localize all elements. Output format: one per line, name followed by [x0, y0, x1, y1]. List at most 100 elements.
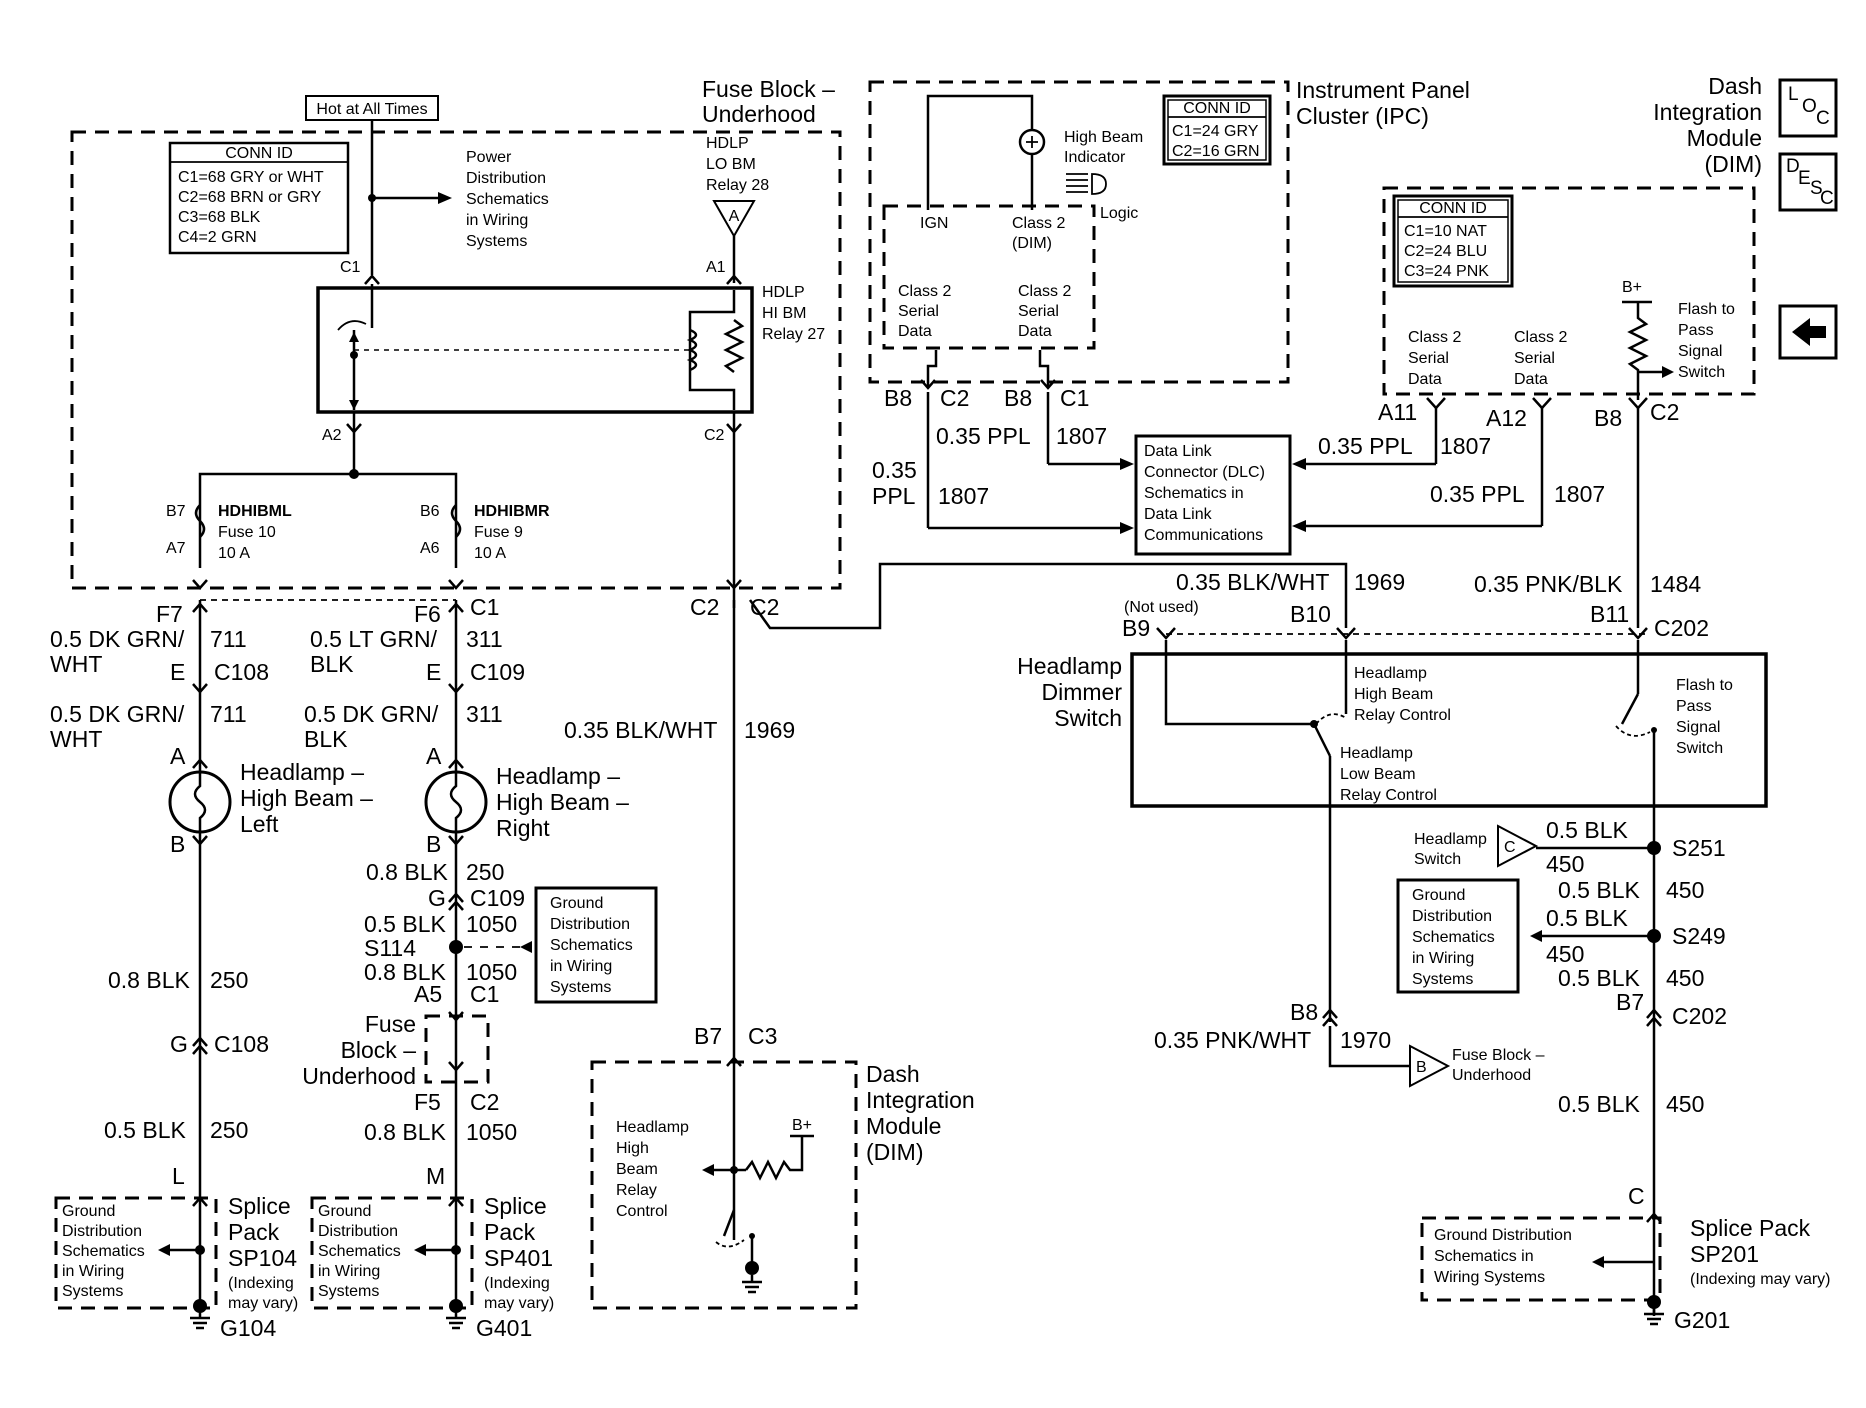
svg-text:Serial: Serial [1018, 303, 1059, 320]
low-beam-switch-blade [1312, 723, 1332, 757]
switch-b9-pin [1156, 627, 1176, 640]
svg-text:Headlamp –: Headlamp – [240, 759, 364, 785]
bulb-filament-icon [449, 772, 463, 832]
fuse-block-small-label: Fuse Block – Underhood [302, 1011, 416, 1089]
conn-id-row: C1=68 GRY or WHT [178, 169, 324, 186]
connector-f7-pin [192, 579, 208, 590]
svg-text:Fuse 10: Fuse 10 [218, 524, 276, 541]
connector-e-left-label: E [170, 659, 185, 685]
svg-text:Systems: Systems [318, 1283, 379, 1300]
wire-bw-1969-right: 0.35 BLK/WHT [1176, 569, 1329, 595]
svg-text:High Beam –: High Beam – [240, 785, 373, 811]
connector-c109-label: C109 [470, 659, 525, 685]
loc-icon[interactable]: L O C [1778, 78, 1838, 138]
svg-text:Beam: Beam [616, 1161, 658, 1178]
svg-text:WHT: WHT [50, 726, 102, 752]
svg-text:(Indexing: (Indexing [484, 1275, 550, 1292]
high-beam-relay-control-label: Headlamp High Beam Relay Control [1354, 665, 1451, 724]
splice-dot [368, 194, 376, 202]
svg-text:Cluster (IPC): Cluster (IPC) [1296, 103, 1429, 129]
triangle-a-label: A [729, 208, 740, 225]
splice-dot [193, 1299, 207, 1313]
hot-at-all-times-label: Hot at All Times [316, 101, 427, 118]
splice-sp104-label: Splice Pack SP104 (Indexing may vary) [228, 1193, 298, 1312]
svg-text:Signal: Signal [1676, 719, 1720, 736]
svg-text:Pack: Pack [228, 1219, 280, 1245]
ipc-c2-pin [920, 379, 936, 390]
svg-text:Indicator: Indicator [1064, 149, 1126, 166]
headlamp-right-pin-b [448, 835, 464, 846]
svg-text:10 A: 10 A [218, 545, 250, 562]
svg-text:Integration: Integration [866, 1087, 975, 1113]
ground-g401-label: G401 [476, 1315, 532, 1341]
headlamp-dimmer-switch-title: Headlamp Dimmer Switch [1017, 653, 1122, 731]
ipc-c1-pin [1040, 379, 1056, 390]
svg-text:WHT: WHT [50, 651, 102, 677]
ground-dist-arrow-icon [520, 941, 532, 953]
svg-text:in Wiring: in Wiring [550, 958, 612, 975]
svg-text:Instrument Panel: Instrument Panel [1296, 77, 1470, 103]
wire-1807-dim-top: 1807 [1440, 433, 1491, 459]
wire-0-5-blk-bottom: 0.5 BLK [1558, 1091, 1640, 1117]
svg-text:in Wiring: in Wiring [1412, 950, 1474, 967]
connector-c1-label: C1 [340, 259, 361, 276]
connector-c202-top-label: C202 [1654, 615, 1709, 641]
low-beam-relay-control-label: Headlamp Low Beam Relay Control [1340, 745, 1437, 804]
wire-1050: 1050 [466, 911, 517, 937]
relay-contact-arc [337, 320, 367, 331]
power-distribution-arrow-icon [438, 192, 452, 204]
wire-0-5-blk-s251: 0.5 BLK [1546, 817, 1628, 843]
svg-text:Dimmer: Dimmer [1042, 679, 1123, 705]
wire-250-left-b: 250 [210, 1117, 248, 1143]
svg-text:Relay Control: Relay Control [1354, 707, 1451, 724]
wire-450-s249: 450 [1546, 941, 1584, 967]
svg-text:C2=16 GRN: C2=16 GRN [1172, 143, 1260, 160]
svg-text:Switch: Switch [1678, 364, 1725, 381]
svg-text:Distribution: Distribution [62, 1223, 142, 1240]
svg-text:High: High [616, 1140, 649, 1157]
relay-control-arc [1315, 713, 1347, 725]
svg-text:Module: Module [866, 1113, 941, 1139]
reference-triangle-c-icon [1497, 824, 1539, 868]
svg-text:Ground Distribution: Ground Distribution [1434, 1227, 1572, 1244]
connector-a-right-label: A [426, 743, 442, 769]
connector-a5-label: A5 [414, 981, 442, 1007]
wire-1484: 1484 [1650, 571, 1701, 597]
relay-coil-icon [686, 328, 698, 372]
wire-0-5-blk-mid: 0.5 BLK [1558, 877, 1640, 903]
wire-0-8-blk-b: 0.8 BLK [364, 959, 446, 985]
svg-text:Flash to: Flash to [1678, 301, 1735, 318]
splice-dot [730, 1166, 738, 1174]
desc-icon[interactable]: D E S C [1778, 152, 1838, 212]
splice-sp401-label: Splice Pack SP401 (Indexing may vary) [484, 1193, 554, 1312]
logic-label: Logic [1100, 205, 1138, 222]
svg-text:BLK: BLK [304, 726, 348, 752]
splice-s114-label: S114 [364, 935, 416, 961]
svg-text:Communications: Communications [1144, 527, 1263, 544]
svg-text:C3=24 PNK: C3=24 PNK [1404, 263, 1489, 280]
fuse-block-conn-id: CONN ID C1=68 GRY or WHT C2=68 BRN or GR… [168, 141, 350, 255]
back-arrow-icon[interactable] [1778, 304, 1838, 360]
conn-id-row: C2=68 BRN or GRY [178, 189, 322, 206]
svg-text:Pass: Pass [1676, 698, 1712, 715]
connector-c1b-label: C1 [470, 594, 499, 620]
svg-text:Splice: Splice [228, 1193, 291, 1219]
pnk-wht-1970-wire [1328, 1026, 1410, 1068]
high-beam-indicator-label: High Beam Indicator [1064, 129, 1143, 166]
flash-switch-arc [1615, 725, 1651, 737]
svg-text:Wiring Systems: Wiring Systems [1434, 1269, 1545, 1286]
switch-b9-label: B9 [1122, 615, 1150, 641]
connector-a2-pin [346, 423, 362, 434]
lo-bm-relay-label: HDLP LO BM Relay 28 [706, 135, 769, 194]
hot-at-all-times-box [305, 95, 439, 121]
connector-c1-pin [364, 274, 380, 285]
ground-g104-label: G104 [220, 1315, 276, 1341]
dim-title: Dash Integration Module (DIM) [1653, 73, 1762, 177]
svg-text:311: 311 [466, 701, 503, 727]
wire-250: 250 [466, 859, 504, 885]
ground-distribution-sp104: Ground Distribution Schematics in Wiring… [62, 1203, 145, 1300]
ground-g401-icon [446, 1310, 466, 1330]
connector-c202-bottom-label: C202 [1672, 1003, 1727, 1029]
svg-text:C: C [1816, 108, 1830, 129]
svg-text:711: 711 [210, 701, 247, 727]
